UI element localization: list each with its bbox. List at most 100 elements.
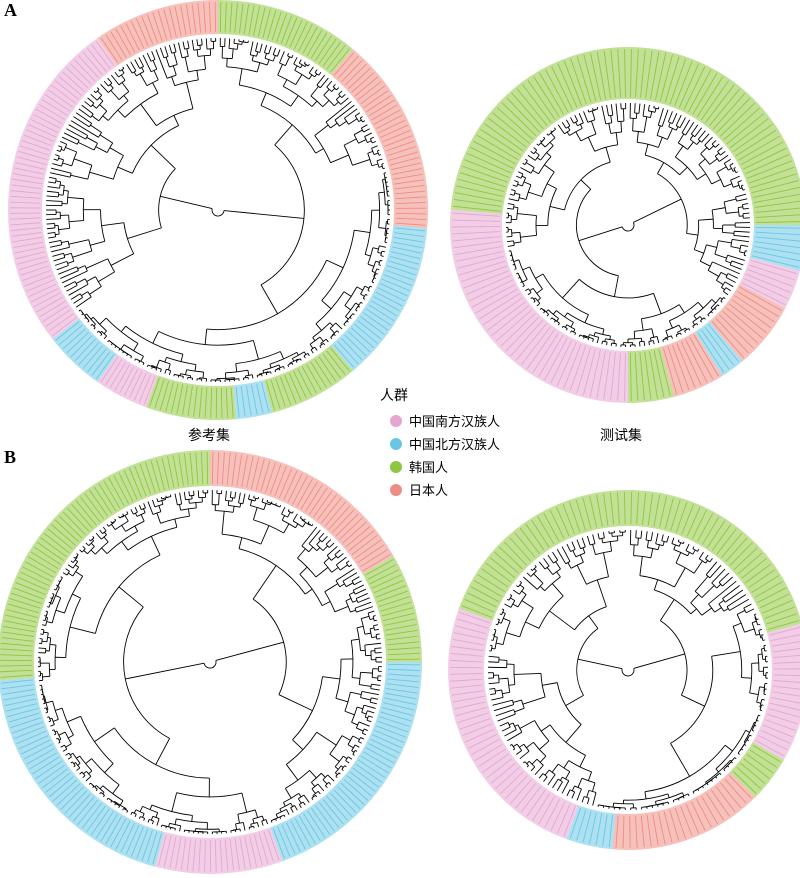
branch-arc (257, 373, 262, 376)
branch (372, 677, 378, 679)
branch (156, 498, 159, 502)
ring-segment-south_han (155, 827, 283, 874)
branch-arc (684, 328, 689, 332)
branch-arc (570, 548, 576, 552)
branch (371, 636, 377, 638)
sample-label-japanese (351, 534, 378, 555)
branch (651, 328, 655, 338)
sample-label-south_han (504, 775, 528, 800)
branch-arc (75, 762, 81, 769)
sample-label-south_han (82, 51, 103, 75)
branch (587, 338, 590, 341)
branch (350, 691, 362, 695)
sample-label-korean (624, 49, 626, 98)
branch-arc (543, 309, 549, 315)
sample-label-japanese (728, 303, 768, 334)
branch-arc (589, 543, 596, 546)
branch (114, 518, 117, 521)
branch (506, 235, 513, 238)
branch (336, 87, 340, 91)
branch-arc (360, 285, 366, 295)
sample-label-japanese (292, 475, 308, 505)
branch (127, 227, 162, 240)
branch-arc (229, 48, 238, 50)
branch-arc (565, 125, 571, 129)
branch (316, 540, 321, 545)
branch (291, 358, 295, 362)
branch (99, 134, 113, 144)
sample-label-korean (383, 612, 415, 622)
branch (268, 46, 272, 55)
branch (733, 184, 740, 188)
sample-label-japanese (720, 782, 742, 808)
branch (360, 671, 373, 674)
sample-label-south_han (510, 320, 543, 357)
branch (343, 755, 348, 760)
branch (338, 772, 341, 775)
branch (314, 124, 329, 136)
sample-label-korean (752, 744, 781, 763)
branch-arc (677, 327, 686, 333)
branch (55, 154, 60, 157)
branch (357, 597, 370, 603)
branch-arc (364, 710, 368, 718)
branch-arc (325, 782, 330, 786)
sample-label-korean (326, 350, 346, 375)
branch (253, 495, 255, 498)
branch (69, 752, 74, 756)
branch-arc (64, 744, 68, 750)
legend-swatch-korean (390, 460, 402, 473)
sample-label-japanese (231, 453, 237, 486)
branch (345, 582, 354, 588)
sample-label-korean (387, 647, 420, 651)
branch (298, 804, 302, 808)
branch (150, 144, 176, 170)
sample-label-south_han (58, 75, 82, 96)
sample-label-south_han (169, 836, 177, 869)
sample-label-japanese (309, 487, 328, 515)
branch (328, 782, 332, 785)
sample-label-korean (154, 379, 165, 409)
branch (360, 737, 364, 740)
branch (122, 513, 125, 516)
branch (498, 621, 502, 624)
branch-arc (307, 522, 313, 527)
branch (52, 593, 55, 595)
branch (82, 545, 86, 549)
branch (536, 157, 541, 161)
branch-arc (96, 100, 104, 109)
sample-label-north_han (373, 296, 401, 312)
branch (561, 546, 571, 562)
branch-arc (211, 208, 225, 217)
branch (579, 124, 583, 129)
sample-label-korean (301, 366, 317, 394)
sample-label-korean (75, 500, 97, 526)
branch (491, 696, 504, 701)
sample-label-korean (298, 24, 313, 52)
branch (38, 647, 46, 649)
branch (674, 145, 684, 158)
sample-label-south_han (758, 735, 788, 751)
branch-arc (726, 606, 730, 611)
sample-label-japanese (125, 23, 140, 51)
branch-arc (518, 259, 528, 280)
sample-label-japanese (360, 85, 386, 105)
branch-arc (511, 744, 516, 750)
branch (603, 552, 609, 577)
branch (335, 775, 338, 779)
branch-arc (714, 155, 720, 162)
branch (681, 119, 691, 134)
branch (151, 820, 154, 825)
branch (106, 523, 110, 527)
branch-arc (261, 819, 267, 822)
branch (235, 823, 237, 830)
branch (692, 549, 696, 555)
sample-label-south_han (224, 839, 229, 872)
branch (521, 175, 526, 179)
branch-arc (605, 122, 612, 125)
branch (227, 500, 230, 506)
branch-arc (286, 731, 318, 765)
sample-label-south_han (450, 678, 483, 682)
sample-label-north_han (385, 692, 417, 700)
branch (274, 370, 277, 373)
